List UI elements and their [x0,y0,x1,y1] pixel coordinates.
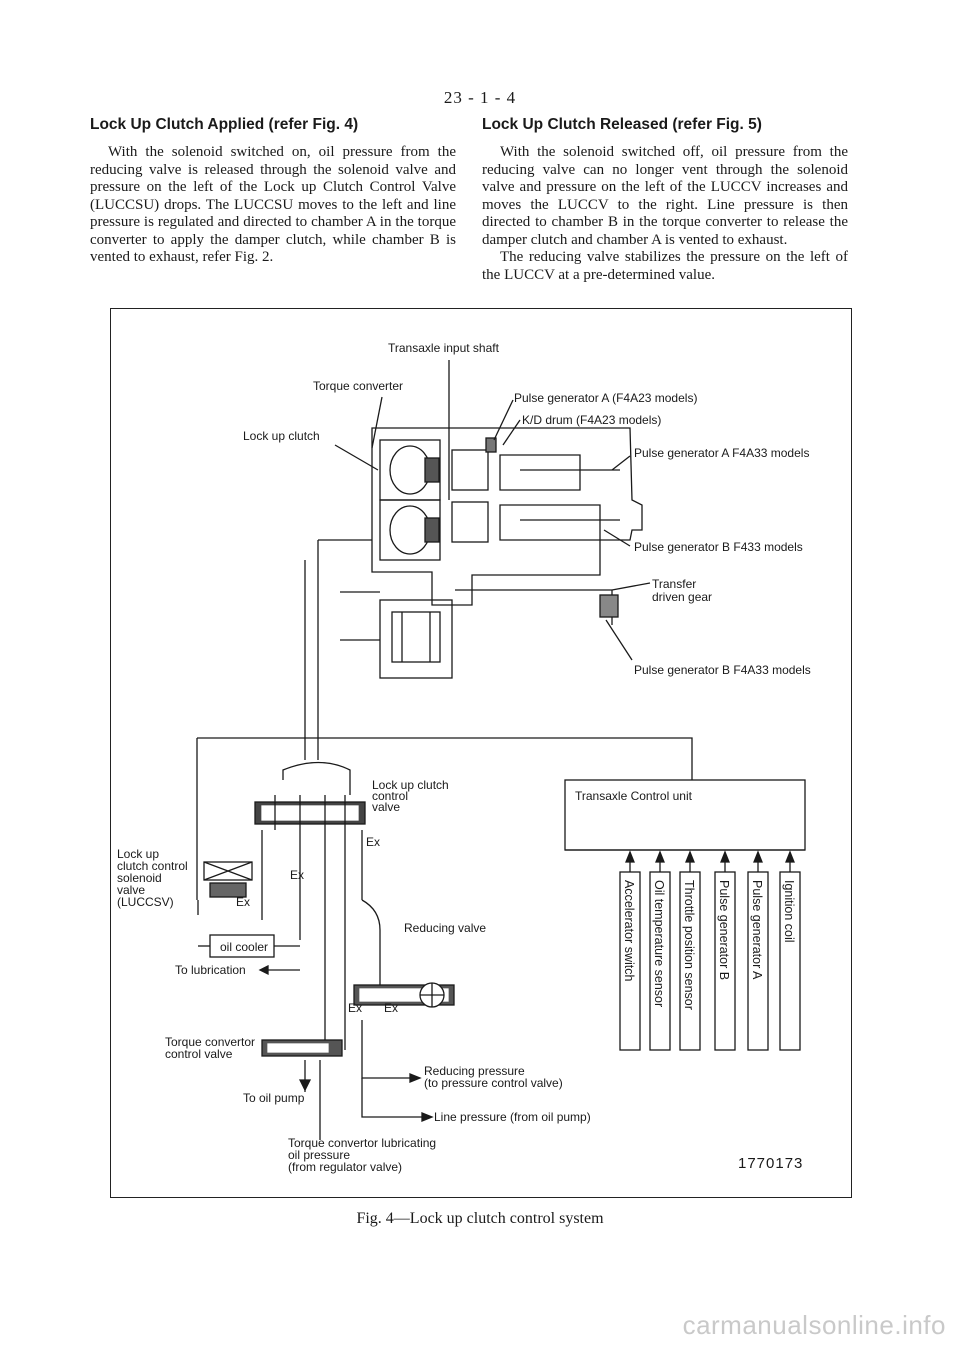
label-pulse-gen-b-f433: Pulse generator B F433 models [634,540,803,554]
label-reducing-pressure-2: (to pressure control valve) [424,1076,563,1090]
label-driven-gear: driven gear [652,590,712,604]
label-tc-lube-1: Torque convertor lubricating [288,1136,436,1150]
figure-frame [110,308,852,1198]
sensor-pulse-generator-b: Pulse generator B [717,880,731,980]
label-luccsv-4: valve [117,883,145,897]
label-oil-cooler: oil cooler [220,940,268,954]
label-tc-lube-2: oil pressure [288,1148,350,1162]
label-ex-5: Ex [384,1001,398,1015]
label-tc-valve-2: control valve [165,1047,233,1061]
sensor-accelerator-switch: Accelerator switch [622,880,636,981]
label-pulse-gen-a-f4a23: Pulse generator A (F4A23 models) [514,391,697,405]
footer-watermark: carmanualsonline.info [682,1310,946,1340]
right-column: Lock Up Clutch Released (refer Fig. 5) W… [482,116,848,284]
figure-caption: Fig. 4—Lock up clutch control system [356,1210,604,1227]
page-number: 23 - 1 - 4 [443,88,517,107]
label-to-lubrication: To lubrication [175,963,246,977]
label-luc-valve-1: Lock up clutch [372,778,449,792]
label-luccsv-2: clutch control [117,859,188,873]
left-paragraph: With the solenoid switched on, oil press… [90,144,456,265]
label-kd-drum: K/D drum (F4A23 models) [522,413,661,427]
label-ex-4: Ex [348,1001,362,1015]
sensor-oil-temperature: Oil temperature sensor [652,880,666,1007]
label-line-pressure: Line pressure (from oil pump) [434,1110,591,1124]
label-luccsv-3: solenoid [117,871,162,885]
label-input-shaft: Transaxle input shaft [388,341,500,355]
transfer-gear-housing [379,599,453,679]
label-reducing-pressure-1: Reducing pressure [424,1064,525,1078]
label-luc-valve-3: valve [372,800,400,814]
sensor-columns [619,850,801,1051]
right-paragraph-1: With the solenoid switched off, oil pres… [482,144,848,248]
right-paragraph-2: The reducing valve stabilizes the pressu… [482,249,848,283]
label-tc-lube-3: (from regulator valve) [288,1160,402,1174]
label-lock-up-clutch: Lock up clutch [243,429,320,443]
figure-code: 1770173 [738,1155,803,1172]
label-ex-2: Ex [290,868,304,882]
sensor-pulse-generator-a: Pulse generator A [750,880,764,980]
label-ex-3: Ex [236,895,250,909]
left-heading: Lock Up Clutch Applied (refer Fig. 4) [90,116,359,133]
label-transfer: Transfer [652,577,696,591]
label-tcu: Transaxle Control unit [575,789,693,803]
left-column: Lock Up Clutch Applied (refer Fig. 4) Wi… [90,116,456,267]
tcu-box [564,779,806,851]
label-luc-valve-2: control [372,789,408,803]
hydraulic-circuit-frame [197,737,693,790]
label-pulse-gen-b-f4a33: Pulse generator B F4A33 models [634,663,811,677]
label-reducing-valve: Reducing valve [404,921,486,935]
label-to-oil-pump: To oil pump [243,1091,305,1105]
right-heading: Lock Up Clutch Released (refer Fig. 5) [482,116,762,133]
label-luccsv-1: Lock up [117,847,159,861]
label-pulse-gen-a-f4a33: Pulse generator A F4A33 models [634,446,809,460]
label-torque-converter: Torque converter [313,379,403,393]
label-ex-1: Ex [366,835,380,849]
sensor-ignition-coil: Ignition coil [782,880,796,943]
sensor-throttle-position: Throttle position sensor [682,880,696,1010]
label-luccsv-5: (LUCCSV) [117,895,174,909]
label-tc-valve-1: Torque convertor [165,1035,255,1049]
